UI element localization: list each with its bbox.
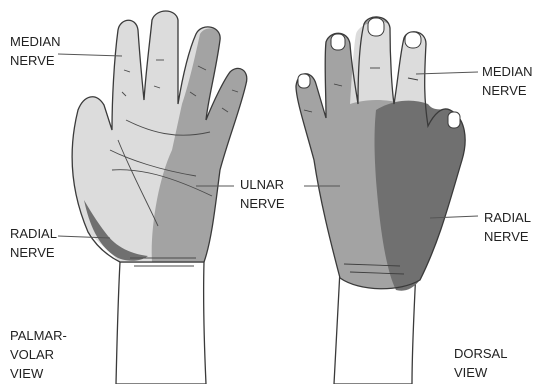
label-radial-nerve-palmar: RADIAL NERVE — [10, 224, 57, 262]
label-palmar-volar-view: PALMAR- VOLAR VIEW — [10, 326, 67, 383]
label-dorsal-view: DORSAL VIEW — [454, 344, 507, 382]
label-median-nerve-dorsal: MEDIAN NERVE — [482, 62, 533, 100]
dorsal-hand — [296, 17, 465, 384]
palmar-forearm — [116, 262, 206, 384]
label-median-nerve-palmar: MEDIAN NERVE — [10, 32, 61, 70]
label-ulnar-nerve: ULNAR NERVE — [240, 175, 285, 213]
palmar-hand — [72, 11, 247, 384]
label-radial-nerve-dorsal: RADIAL NERVE — [484, 208, 531, 246]
